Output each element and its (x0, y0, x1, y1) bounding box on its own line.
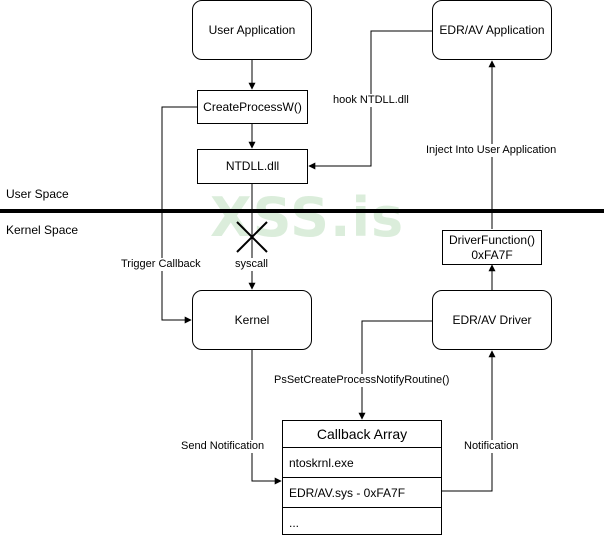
kernel-node: Kernel (192, 290, 312, 350)
kernel-space-label: Kernel Space (6, 223, 79, 237)
driver-function-node: DriverFunction() 0xFA7F (442, 230, 542, 265)
user-space-label: User Space (6, 187, 69, 201)
notify-routine-label: PsSetCreateProcessNotifyRoutine() (274, 374, 450, 387)
syscall-label: syscall (235, 258, 269, 271)
edr-driver-node: EDR/AV Driver (432, 290, 552, 350)
callback-array-table: Callback Array ntoskrnl.exe EDR/AV.sys -… (282, 420, 442, 535)
callback-array-row: ntoskrnl.exe (283, 448, 441, 478)
inject-label: Inject Into User Application (426, 144, 557, 157)
callback-array-row: ... (289, 515, 300, 530)
edge-callback-driver-notification (442, 350, 496, 492)
edge-createprocess-kernel-trigger (161, 106, 197, 324)
edge-kernel-callback-send (251, 350, 282, 485)
ntdll-node: NTDLL.dll (197, 149, 308, 184)
watermark: XSS.is (210, 186, 405, 249)
edge-driver-callback-register (358, 320, 432, 420)
send-notification-label: Send Notification (181, 440, 265, 453)
driver-function-name: DriverFunction() (448, 232, 535, 247)
trigger-callback-label: Trigger Callback (121, 258, 201, 271)
edr-application-node: EDR/AV Application (432, 0, 552, 60)
notification-label: Notification (464, 440, 519, 453)
callback-array-title: Callback Array (283, 421, 441, 448)
hook-ntdll-label: hook NTDLL.dll (333, 94, 409, 107)
createprocessw-node: CreateProcessW() (197, 90, 308, 124)
user-application-node: User Application (192, 0, 312, 60)
callback-array-row: EDR/AV.sys - 0xFA7F (283, 478, 441, 508)
driver-function-address: 0xFA7F (471, 247, 513, 262)
